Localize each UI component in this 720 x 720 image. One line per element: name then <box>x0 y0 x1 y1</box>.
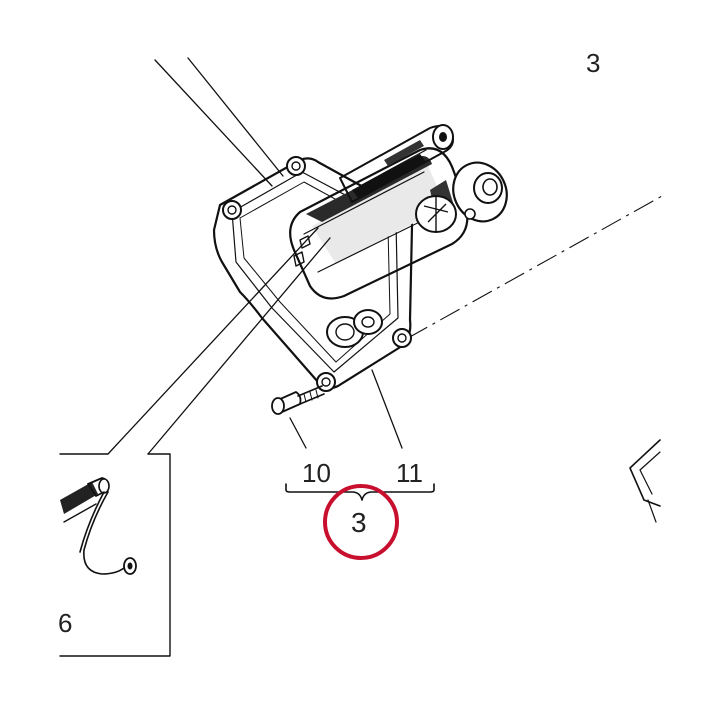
upper-rod-assembly <box>339 124 454 203</box>
motor-cylinder <box>289 147 469 300</box>
mounting-hole-2 <box>286 156 306 176</box>
left-inset-box: 6 <box>58 453 171 657</box>
motor-housing-assembly <box>212 124 508 392</box>
mounting-hole-3 <box>392 328 412 348</box>
group-bracket <box>285 483 435 501</box>
right-edge-part <box>629 439 661 523</box>
highlight-circle <box>323 484 399 560</box>
callout-housing: 11 <box>396 458 423 488</box>
wire-connector <box>60 477 137 575</box>
callout-group: 3 <box>351 507 367 538</box>
screw-part <box>271 385 325 415</box>
leader-screw <box>289 417 307 449</box>
top-leader-lines <box>154 57 284 187</box>
leader-housing <box>371 369 403 449</box>
callout-screw: 10 <box>302 458 331 488</box>
lower-bosses <box>326 309 383 348</box>
mounting-hole-4 <box>316 372 336 392</box>
callout-top-right: 3 <box>586 48 600 78</box>
motor-end-cap <box>415 161 508 233</box>
callout-left-inset: 6 <box>58 608 72 638</box>
mounting-hole-1 <box>222 200 242 220</box>
axis-centerline <box>407 195 663 339</box>
inset-leader-lines <box>107 227 331 455</box>
